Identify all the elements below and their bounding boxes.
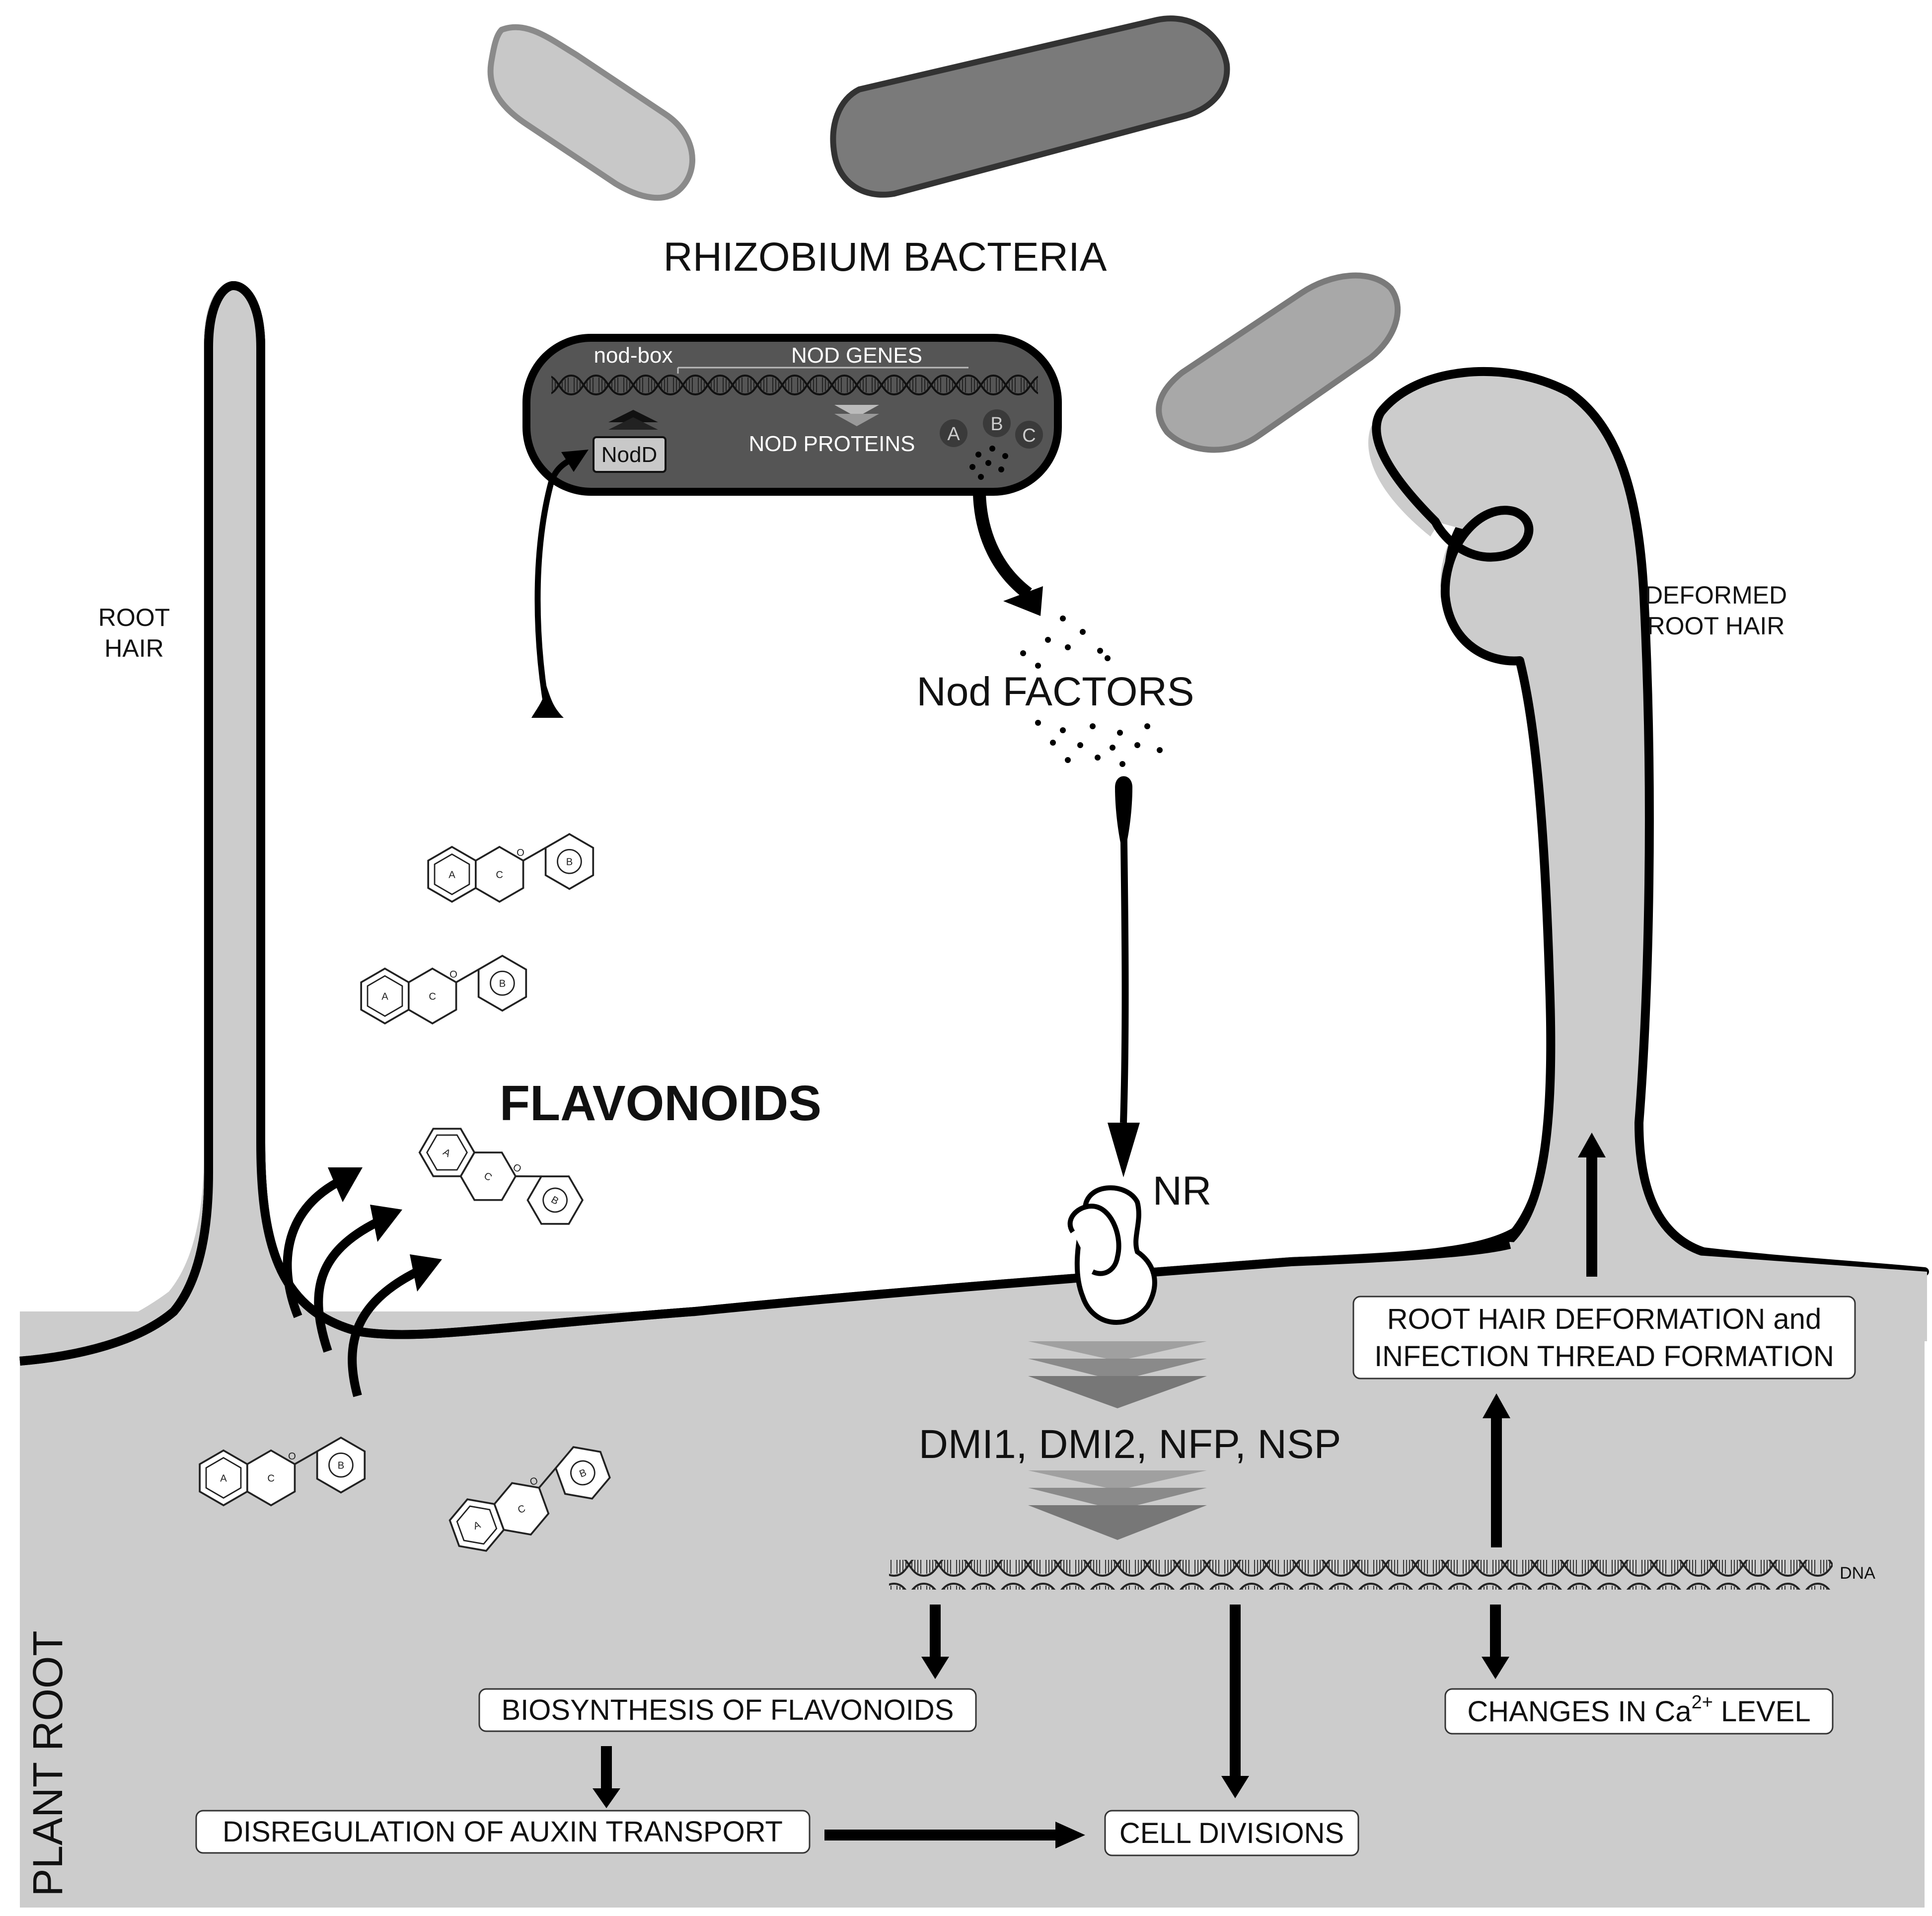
- signal-chevrons-lower: [1028, 1470, 1207, 1540]
- nod-proteins-chevron-2: [834, 414, 879, 426]
- svg-text:B: B: [499, 979, 506, 990]
- nucleus-dna: [889, 1560, 1833, 1590]
- protein-b-icon: [983, 409, 1011, 437]
- svg-text:C: C: [496, 869, 503, 880]
- flavonoid-release-arrows: [283, 1167, 442, 1397]
- flavonoid-molecule-2: A C B O: [360, 955, 527, 1025]
- deformation-box: [1352, 1296, 1856, 1380]
- deformed-root-hair-label-2: ROOT HAIR: [1647, 612, 1785, 640]
- nodd-chevron-up: [608, 410, 658, 422]
- flavonoid-to-nodd-arrowhead: [561, 450, 589, 472]
- svg-text:O: O: [528, 1475, 539, 1488]
- protein-a-label: A: [947, 424, 960, 445]
- biosynthesis-box: [478, 1688, 977, 1732]
- flavonoid-molecule-4: A C B O: [199, 1437, 366, 1507]
- calcium-box-label: CHANGES IN Ca2+ LEVEL: [1467, 1692, 1810, 1728]
- nod-genes-label: NOD GENES: [791, 343, 922, 368]
- nr-label: NR: [1153, 1168, 1211, 1214]
- nod-box-label: nod-box: [594, 343, 672, 368]
- protein-b-label: B: [990, 414, 1003, 435]
- calcium-box: [1444, 1688, 1834, 1735]
- root-hair-label-1: ROOT: [98, 604, 170, 631]
- nodd-box: [593, 436, 667, 473]
- svg-text:C: C: [267, 1473, 275, 1484]
- flavonoid-molecule-5: A C B O: [440, 1438, 620, 1560]
- calcium-superscript: 2+: [1692, 1692, 1713, 1713]
- protein-a-icon: [940, 419, 967, 447]
- cell-divisions-box-label: CELL DIVISIONS: [1119, 1817, 1344, 1849]
- flavonoids-label: FLAVONOIDS: [500, 1075, 821, 1131]
- rhizobium-label: RHIZOBIUM BACTERIA: [664, 234, 1107, 280]
- cell-divisions-box: [1104, 1810, 1359, 1856]
- svg-text:O: O: [517, 847, 524, 858]
- auxin-box: [195, 1810, 811, 1854]
- svg-text:O: O: [449, 969, 457, 980]
- nod-factors-label: Nod FACTORS: [917, 669, 1194, 714]
- root-surface-fill: [261, 1143, 1927, 1341]
- root-hair-label-2: HAIR: [104, 634, 163, 662]
- bacterium-light: [487, 24, 695, 201]
- root-hair-fill: [179, 286, 298, 1321]
- root-base-fill: [20, 1311, 1925, 1908]
- nod-proteins-label: NOD PROTEINS: [749, 432, 915, 456]
- svg-text:C: C: [429, 991, 436, 1002]
- svg-text:A: A: [220, 1473, 227, 1484]
- nod-factor-dots: [1020, 615, 1163, 767]
- deformation-box-label-2: INFECTION THREAD FORMATION: [1374, 1340, 1834, 1373]
- bacterium-to-nod-factors-arrow: [973, 494, 1032, 599]
- plant-root-label: PLANT ROOT: [24, 1630, 71, 1896]
- deformed-root-hair-shape: [1376, 371, 1925, 1292]
- deformed-root-hair-line: [1372, 367, 1929, 1276]
- nod-proteins-chevron: [834, 405, 879, 417]
- flow-arrows: [593, 1133, 1606, 1848]
- protein-c-label: C: [1022, 425, 1036, 446]
- auxin-box-label: DISREGULATION OF AUXIN TRANSPORT: [223, 1816, 783, 1848]
- bacterium-mid: [830, 15, 1230, 198]
- root-hair-outline: [19, 281, 696, 1366]
- bacterium-mid-light: [1156, 272, 1401, 453]
- nodd-chevron-up-2: [608, 417, 658, 430]
- nod-protein-dots: [969, 446, 1008, 480]
- calcium-prefix: CHANGES IN Ca: [1467, 1695, 1692, 1728]
- flavonoid-molecule-1: A C B O: [427, 833, 594, 903]
- calcium-space: [1713, 1695, 1721, 1728]
- svg-text:O: O: [288, 1451, 296, 1462]
- signal-chevrons-upper: [1028, 1341, 1207, 1408]
- deformation-box-label-1: ROOT HAIR DEFORMATION and: [1387, 1303, 1821, 1335]
- dna-label: DNA: [1840, 1564, 1875, 1583]
- svg-text:B: B: [338, 1460, 345, 1471]
- deformed-root-hair-label-1: DEFORMED: [1645, 581, 1787, 609]
- nod-factors-to-nr-arrow-tail: [1115, 776, 1132, 854]
- bacterium-to-nod-factors-arrowhead: [1003, 586, 1043, 616]
- nod-factors-to-nr-arrowhead: [1108, 1123, 1140, 1177]
- flavonoid-to-nodd-arrow: [534, 454, 578, 706]
- dmi-label: DMI1, DMI2, NFP, NSP: [919, 1422, 1341, 1467]
- protein-c-icon: [1015, 421, 1043, 449]
- calcium-suffix: LEVEL: [1721, 1695, 1811, 1728]
- biosynthesis-box-label: BIOSYNTHESIS OF FLAVONOIDS: [502, 1694, 954, 1726]
- svg-text:C: C: [517, 1503, 527, 1516]
- nodd-label: NodD: [601, 443, 658, 467]
- nr-receptor-icon: [1067, 1185, 1157, 1325]
- svg-text:A: A: [448, 869, 455, 880]
- flavonoid-to-nodd-arrow-tail: [531, 686, 564, 718]
- bacterium-dna: [551, 374, 1038, 398]
- svg-text:A: A: [381, 991, 388, 1002]
- svg-text:B: B: [566, 857, 573, 868]
